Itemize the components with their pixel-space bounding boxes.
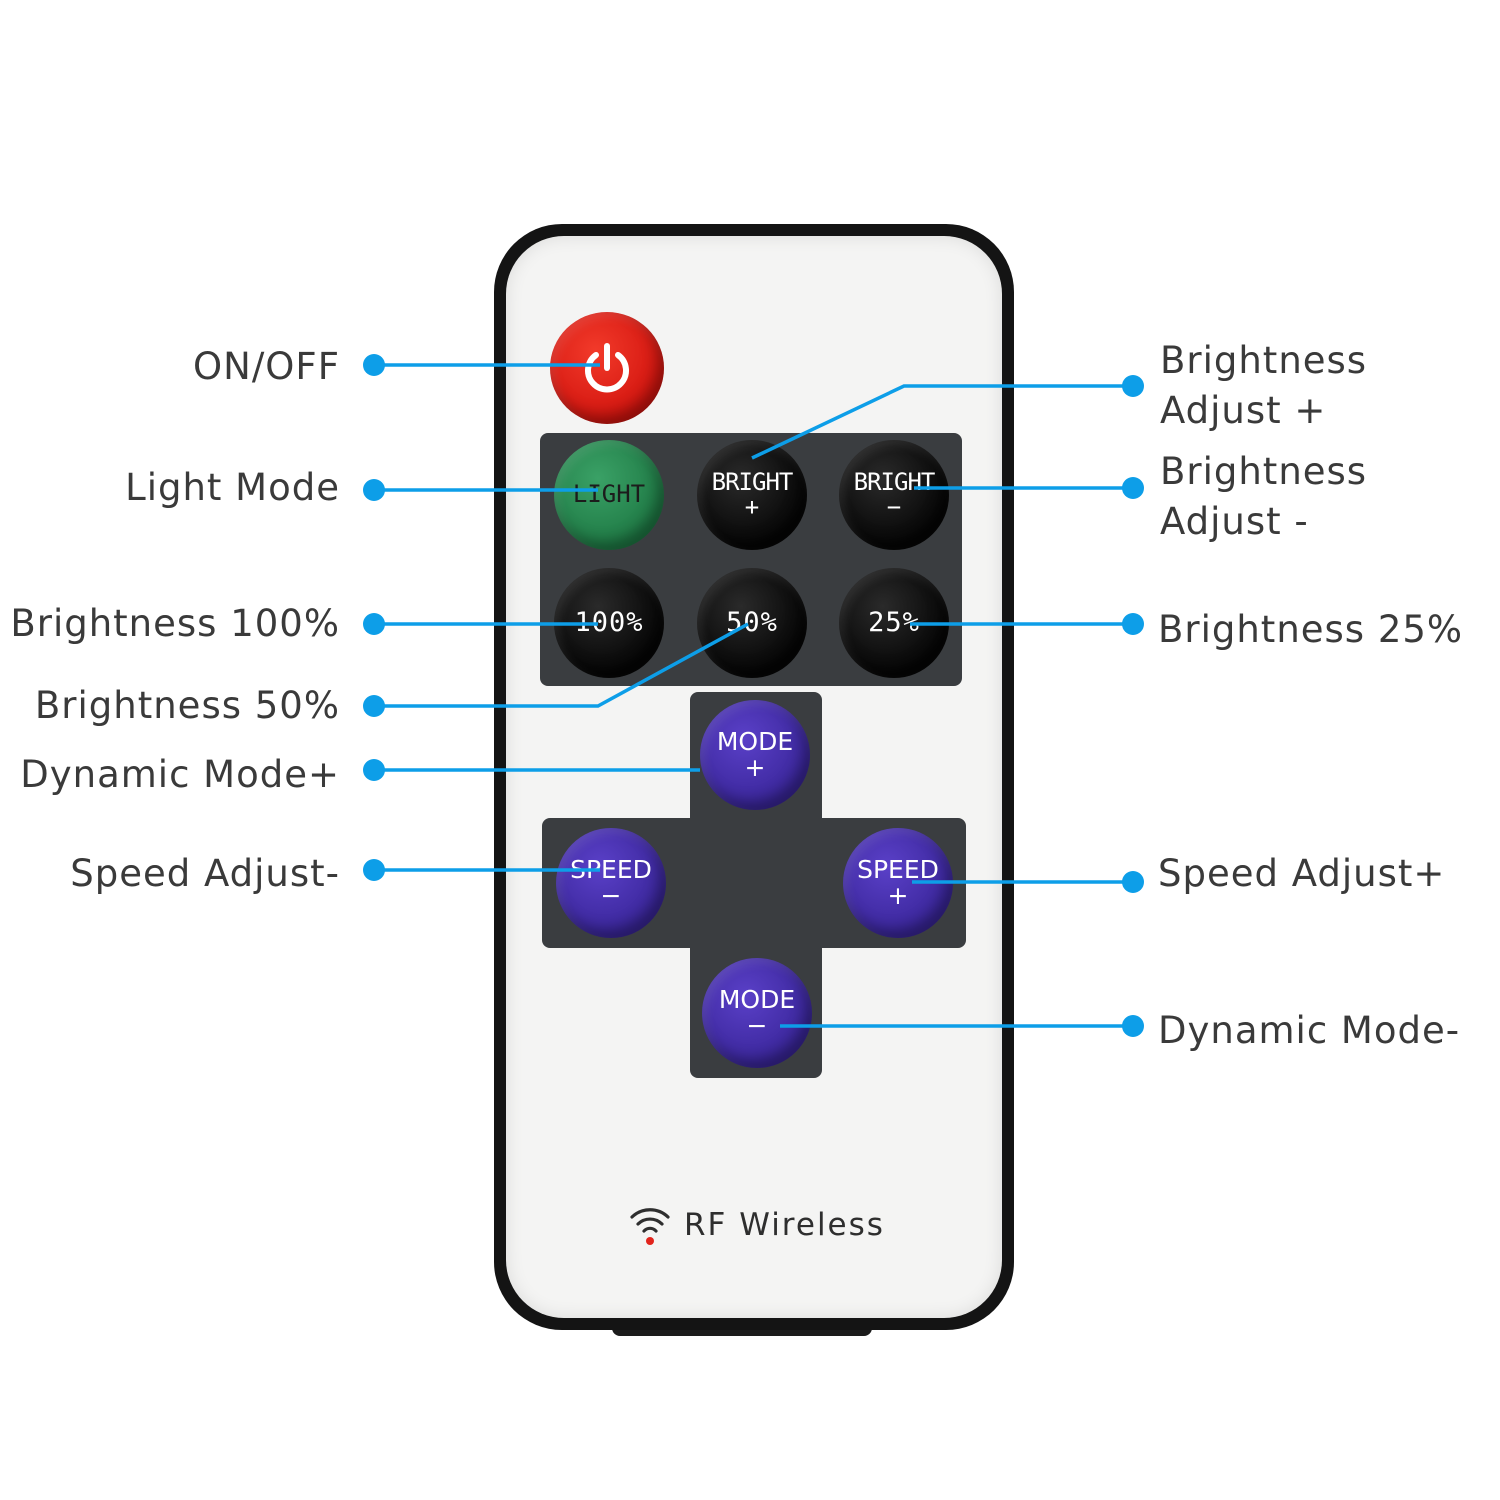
callout-brightness-adjust-plus [751,384,1133,460]
label-brightness-adjust-plus-line1: Brightness [1160,339,1368,382]
power-button[interactable] [550,312,664,424]
label-brightness-adjust-plus: Brightness Adjust + [1160,336,1367,436]
mode-plus-sign: + [744,753,766,782]
label-dynamic-mode-plus: Dynamic Mode+ [20,753,340,796]
bright-minus-label: BRIGHT [853,467,936,496]
callout-dot-brightness-50 [363,695,385,717]
light-button-label: LIGHT [572,480,646,509]
callout-brightness-50 [374,622,749,708]
callout-dot-brightness-adjust-minus [1122,477,1144,499]
callout-dot-on-off [363,354,385,376]
mode-plus-button[interactable]: MODE + [700,700,810,810]
label-brightness-adjust-minus-line1: Brightness [1160,450,1368,493]
speed-plus-sign: + [887,881,909,910]
bright-plus-button[interactable]: BRIGHT + [697,440,807,550]
label-dynamic-mode-minus: Dynamic Mode- [1158,1009,1461,1052]
mode-minus-sign: − [746,1011,768,1040]
label-speed-adjust-minus: Speed Adjust- [70,852,340,895]
callout-dot-light-mode [363,479,385,501]
label-brightness-50: Brightness 50% [34,684,340,727]
rf-wireless-badge: RF Wireless [628,1200,908,1250]
callout-dot-speed-adjust-plus [1122,871,1144,893]
callout-dot-brightness-100 [363,613,385,635]
callout-dot-dynamic-mode-minus [1122,1015,1144,1037]
bright-minus-button[interactable]: BRIGHT − [839,440,949,550]
label-on-off: ON/OFF [193,345,340,388]
label-light-mode: Light Mode [125,466,340,509]
mode-minus-label: MODE [718,984,796,1014]
callout-dot-brightness-25 [1122,613,1144,635]
callout-dot-speed-adjust-minus [363,859,385,881]
label-brightness-adjust-plus-line2: Adjust + [1160,389,1327,432]
label-brightness-100: Brightness 100% [10,602,340,645]
label-brightness-25: Brightness 25% [1158,608,1464,651]
label-brightness-adjust-minus-line2: Adjust - [1160,500,1309,543]
mode-plus-label: MODE [716,726,794,756]
speed-minus-button[interactable]: SPEED − [556,828,666,938]
callout-dot-dynamic-mode-plus [363,759,385,781]
rf-wireless-label: RF Wireless [684,1207,885,1243]
label-brightness-adjust-minus: Brightness Adjust - [1160,447,1367,547]
light-button[interactable]: LIGHT [554,440,664,550]
mode-minus-button[interactable]: MODE − [702,958,812,1068]
bright-minus-sign: − [886,493,902,521]
bright-plus-sign: + [744,493,760,521]
speed-plus-label: SPEED [857,854,939,884]
speed-minus-sign: − [600,881,622,910]
bright-plus-label: BRIGHT [711,467,794,496]
label-speed-adjust-plus: Speed Adjust+ [1158,852,1446,895]
wifi-signal-icon [630,1208,670,1245]
callout-dot-brightness-adjust-plus [1122,375,1144,397]
